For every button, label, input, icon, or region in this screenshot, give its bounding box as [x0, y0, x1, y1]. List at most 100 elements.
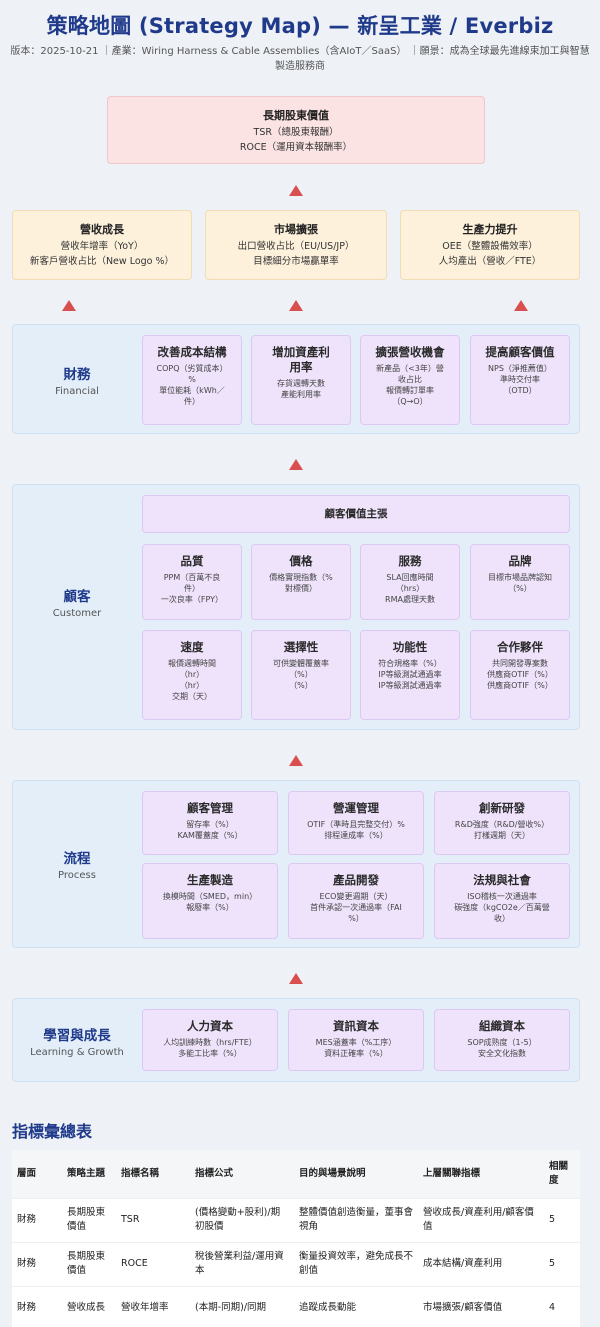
card-title: 增加資產利用率 [272, 345, 330, 374]
section-customer: 顧客 Customer 顧客價值主張 品質 PPM（百萬不良 件） 一次良率（F… [12, 484, 580, 730]
pillar-line: 出口營收占比（EU/US/JP） [237, 241, 355, 252]
card-title: 顧客管理 [187, 801, 233, 815]
card-line: 碳強度（kgCO2e／百萬營 [454, 903, 550, 912]
table-cell: 衡量投資效率，避免成長不創值 [294, 1241, 418, 1286]
page-subtitle: 版本：2025-10-21 ｜產業：Wiring Harness & Cable… [10, 46, 590, 72]
card-line: 件） [184, 397, 200, 406]
table-header-row: 層面 策略主題 指標名稱 指標公式 目的與場景說明 上層關聯指標 相關度 [12, 1150, 580, 1198]
column-header: 目的與場景說明 [294, 1150, 418, 1198]
card-line: 留存率（%） [186, 820, 234, 829]
section-label-en: Learning & Growth [30, 1047, 124, 1058]
table-cell: 營收年增率 [116, 1285, 190, 1327]
card-title: 擴張營收機會 [375, 345, 445, 359]
card-line: 可供變體覆蓋率 [273, 659, 329, 668]
table-cell: 財務 [12, 1285, 62, 1327]
card-title: 價格 [289, 554, 313, 568]
card-line: % [188, 375, 196, 384]
process-card: 創新研發 R&D強度（R&D/營收%） 打樣週期（天） [434, 791, 570, 855]
process-card: 法規與社會 ISO稽核一次通過率 碳強度（kgCO2e／百萬營 收） [434, 863, 570, 939]
card-line: ECO變更週期（天） [319, 892, 393, 901]
pillar-line: 新客戶營收占比（New Logo %） [29, 256, 175, 267]
top-goal-line: ROCE（運用資本報酬率） [239, 142, 353, 153]
card-line: 存貨週轉天數 [277, 379, 325, 388]
card-line: （%） [508, 584, 532, 593]
customer-card: 價格 價格實現指數（% 對標價） [251, 544, 351, 620]
card-title: 人力資本 [187, 1019, 233, 1033]
table-cell: 財務 [12, 1241, 62, 1286]
top-goal-line: TSR（總股東報酬） [253, 127, 339, 138]
card-line: （%） [289, 681, 313, 690]
table-cell: 營收成長/資產利用/顧客價值 [418, 1197, 544, 1242]
card-line: 安全文化指數 [478, 1049, 526, 1058]
card-title: 資訊資本 [333, 1019, 379, 1033]
table-cell: (價格變動+股利)/期初股價 [190, 1197, 294, 1242]
process-card: 生產製造 換模時間（SMED，min） 報廢率（%） [142, 863, 278, 939]
process-card: 顧客管理 留存率（%） KAM覆蓋度（%） [142, 791, 278, 855]
section-label-zh: 財務 [63, 367, 91, 383]
card-title: 合作夥伴 [497, 640, 543, 654]
card-line: PPM（百萬不良 [163, 573, 221, 582]
card-title: 法規與社會 [473, 873, 531, 887]
section-label: 學習與成長 Learning & Growth [13, 1024, 141, 1058]
table-cell: 長期股東價值 [62, 1197, 116, 1242]
card-line: 符合規格率（%） [378, 659, 442, 668]
page-title: 策略地圖 (Strategy Map) — 新呈工業 / Everbiz [46, 14, 554, 38]
learning-card: 人力資本 人均訓練時數（hrs/FTE） 多能工比率（%） [142, 1009, 278, 1071]
up-arrow-icon [289, 973, 303, 984]
card-line: 收占比 [398, 375, 422, 384]
section-label-zh: 顧客 [63, 589, 91, 605]
table-cell: 長期股東價值 [62, 1241, 116, 1286]
card-line: （hr） [179, 681, 205, 690]
table-cell: 營收成長 [62, 1285, 116, 1327]
process-card: 營運管理 OTIF（準時且完整交付）% 排程達成率（%） [288, 791, 424, 855]
card-title: 提高顧客價值 [485, 345, 555, 359]
card-line: SLA回應時間 [386, 573, 434, 582]
card-line: 供應商OTIF（%） [487, 681, 553, 690]
card-line: 件） [184, 584, 200, 593]
column-header: 層面 [12, 1150, 62, 1198]
card-title: 營運管理 [333, 801, 379, 815]
section-label-zh: 流程 [63, 851, 91, 867]
pillar-title: 市場擴張 [274, 223, 318, 236]
section-label-en: Customer [52, 608, 102, 619]
learning-card: 組織資本 SOP成熟度（1-5） 安全文化指數 [434, 1009, 570, 1071]
customer-card: 品質 PPM（百萬不良 件） 一次良率（FPY） [142, 544, 242, 620]
card-line: （hrs） [395, 584, 425, 593]
card-line: 首件承認一次通過率（FAI [310, 903, 402, 912]
section-label: 顧客 Customer [13, 585, 141, 619]
card-title: 改善成本結構 [157, 345, 227, 359]
card-title: 產品開發 [333, 873, 379, 887]
card-line: 資料正確率（%） [324, 1049, 388, 1058]
column-header: 上層關聯指標 [418, 1150, 544, 1198]
card-line: 價格實現指數（% [269, 573, 333, 582]
pillar-title: 營收成長 [80, 223, 124, 236]
table-row: 財務 長期股東價值 ROCE 稅後營業利益/運用資本 衡量投資效率，避免成長不創… [12, 1241, 580, 1286]
card-title: 品牌 [508, 554, 532, 568]
card-line: 共同開發專案數 [492, 659, 548, 668]
table-cell: 稅後營業利益/運用資本 [190, 1241, 294, 1286]
pillar-productivity: 生產力提升 OEE（整體設備效率） 人均產出（營收／FTE） [400, 210, 580, 280]
financial-card: 改善成本結構 COPQ（劣質成本） % 單位能耗（kWh／ 件） [142, 335, 242, 425]
section-label-en: Process [58, 870, 96, 881]
card-line: %） [348, 914, 364, 923]
card-line: 新產品（<3年）營 [376, 364, 444, 373]
table-cell: TSR [116, 1197, 190, 1242]
card-line: OTIF（準時且完整交付）% [307, 820, 405, 829]
pillar-market-expansion: 市場擴張 出口營收占比（EU/US/JP） 目標細分市場贏單率 [205, 210, 387, 280]
financial-card: 增加資產利用率 存貨週轉天數 產能利用率 [251, 335, 351, 425]
card-title: 速度 [180, 640, 204, 654]
pillar-revenue-growth: 營收成長 營收年增率（YoY） 新客戶營收占比（New Logo %） [12, 210, 192, 280]
summary-title: 指標彙總表 [12, 1122, 93, 1141]
card-line: 換模時間（SMED，min） [162, 892, 258, 901]
up-arrow-icon [62, 300, 76, 311]
summary-table: 層面 策略主題 指標名稱 指標公式 目的與場景說明 上層關聯指標 相關度 財務 … [12, 1150, 580, 1327]
table-cell: 成本結構/資產利用 [418, 1241, 544, 1286]
card-line: 打樣週期（天） [474, 831, 530, 840]
card-title: 功能性 [392, 640, 428, 654]
card-line: 目標市場品牌認知 [488, 573, 552, 582]
table-cell: 4 [544, 1285, 580, 1327]
card-line: MES涵蓋率（%工序） [315, 1038, 397, 1047]
card-line: 報價週轉時間 [168, 659, 216, 668]
top-goal-title: 長期股東價值 [263, 109, 329, 122]
pillar-line: OEE（整體設備效率） [442, 241, 538, 252]
